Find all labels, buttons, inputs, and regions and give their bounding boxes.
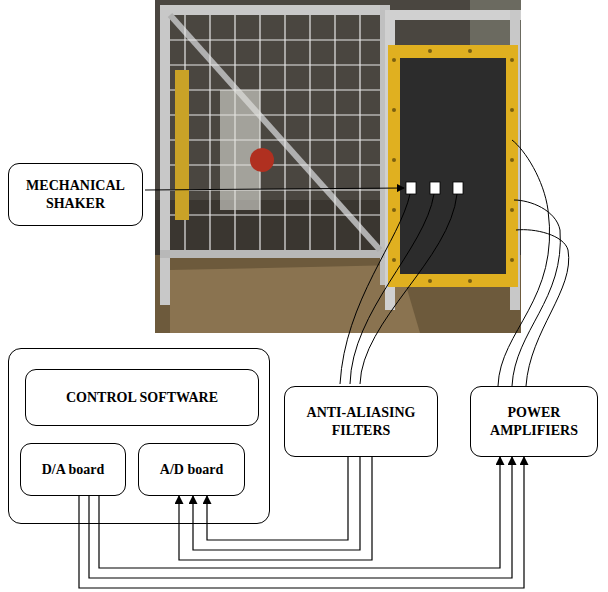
board-box: D/A board [20,443,126,496]
box-label: CONTROL SOFTWARE [66,389,218,407]
filter-box: ANTI-ALIASING FILTERS [284,386,438,457]
board-box: A/D board [138,443,245,496]
software-box: CONTROL SOFTWARE [25,369,259,426]
label-box: MECHANICAL SHAKER [8,163,143,226]
box-label: ANTI-ALIASING FILTERS [290,404,432,439]
box-label: MECHANICAL SHAKER [14,177,137,212]
box-label: A/D board [160,461,223,479]
box-label: POWER AMPLIFIERS [476,404,592,439]
computer-box: CONTROL SOFTWARE D/A board A/D board [8,348,270,524]
box-label: D/A board [42,461,105,479]
amplifier-box: POWER AMPLIFIERS [470,386,598,457]
